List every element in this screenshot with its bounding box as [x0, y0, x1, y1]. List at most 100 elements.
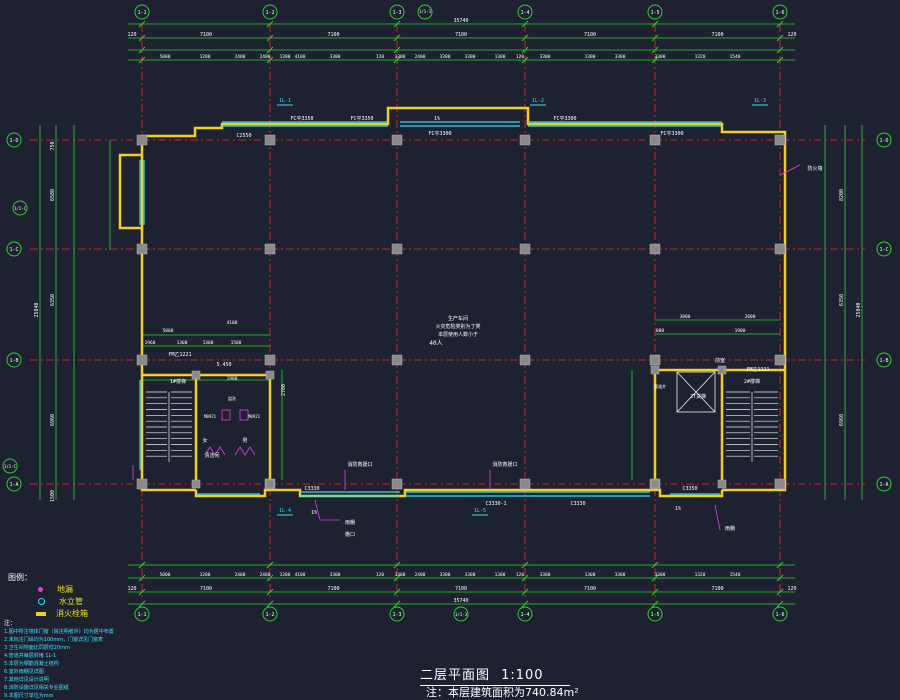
column — [136, 478, 148, 490]
note-line: 2.未标注门垛均为100mm，门窗详见门窗表 — [4, 637, 104, 643]
dim-subdiv-bottom: 1200 — [200, 572, 211, 578]
column — [264, 134, 276, 146]
title-underline — [420, 685, 570, 686]
dim-subdiv-bottom: 3300 — [440, 572, 451, 578]
window-tag: C3330 — [570, 501, 585, 507]
dim-stair-left: 5000 — [163, 328, 174, 334]
door-tag: FM乙1221 — [746, 366, 769, 373]
dim-subdiv-bottom: 3300 — [330, 572, 341, 578]
axis-bubble-1-D — [6, 132, 22, 148]
column — [650, 479, 660, 489]
section-mark: 1L-2 — [532, 98, 544, 104]
axis-label-1-B: 1-B — [9, 358, 18, 364]
dim-offset: 120 — [787, 586, 796, 592]
dim-bay-left: 750 — [50, 141, 56, 150]
room-vestibule: 前室 — [715, 357, 725, 364]
dim-subdiv-top: 120 — [376, 54, 384, 60]
axis-label-1-D: 1-D — [9, 138, 18, 144]
dim-subdiv-top: 2400 — [260, 54, 271, 60]
wall-top — [140, 106, 787, 140]
room-stair-left: 1#楼梯 — [170, 378, 186, 385]
column — [391, 478, 403, 490]
dim-subdiv-top: 4100 — [295, 54, 306, 60]
slope-mark: 1% — [434, 116, 440, 122]
legend-item-pipe: 水立管 — [59, 597, 83, 606]
dim-subdiv-top: 2400 — [415, 54, 426, 60]
notes-heading: 注： — [4, 620, 17, 627]
axis-bubble-1-C — [6, 241, 22, 257]
dim-subdiv-top: 1320 — [695, 54, 706, 60]
axis-bubble-1-A — [6, 476, 22, 492]
dim-bay-right: 8200 — [839, 189, 845, 201]
dimension-ticks — [138, 20, 784, 608]
axis-bubble-1-A — [876, 476, 892, 492]
axis-bubble-1-2 — [262, 606, 278, 622]
dim-subdiv-bottom: 2400 — [235, 572, 246, 578]
level-mark: 5.450 — [216, 362, 231, 368]
dim-subdiv-bottom: 1300 — [495, 572, 506, 578]
room-eaves: 檐口 — [345, 531, 355, 538]
column — [265, 479, 275, 489]
dim-bay-left: 1500 — [50, 490, 56, 502]
axis-label-1-1: 1-1 — [137, 10, 146, 16]
note-line: 4.管道井每层封堵 1L-1 — [4, 653, 57, 659]
axis-bubble-1-3 — [389, 606, 405, 622]
dim-subdiv-top: 1300 — [495, 54, 506, 60]
dim-subdiv-bottom: 3300 — [395, 572, 406, 578]
dim-bay-bottom: 7100 — [200, 586, 212, 592]
room-toilet-male: 男 — [242, 438, 247, 444]
column — [649, 134, 661, 146]
note-line: 5.本层为钢筋混凝土结构 — [4, 661, 59, 667]
section-mark: 1L-3 — [754, 98, 766, 104]
dimension-lines — [39, 23, 863, 605]
room-production-hall: 生产车间 — [448, 315, 468, 322]
drawing-scale: 1:100 — [501, 668, 544, 683]
dim-stair-left: 1900 — [227, 376, 238, 382]
axis-label-1-3: 1-3 — [392, 10, 401, 16]
window-tag: C3330 — [304, 486, 319, 492]
window-tag: FC平3350 — [290, 116, 313, 122]
water-pipe-icon — [38, 598, 45, 605]
window-tag: FC平3350 — [350, 116, 373, 122]
column — [519, 354, 531, 366]
axis-bubbles: 1-11-11-21-21-31-31-41-41-51-51-61-61/1-… — [2, 4, 892, 622]
window-tag: FC平3300 — [428, 131, 451, 137]
dim-bay-bottom: 7100 — [711, 586, 723, 592]
dim-bay-left: 6500 — [50, 189, 56, 201]
column — [519, 243, 531, 255]
dim-subdiv-top: 3300 — [615, 54, 626, 60]
axis-bubble-1-5 — [647, 4, 663, 20]
axis-label-1-C-intermediate: 1/1-C — [14, 206, 27, 211]
dim-subdiv-bottom: 4100 — [295, 572, 306, 578]
dim-bay-top: 7100 — [711, 32, 723, 38]
dim-subdiv-top: 1200 — [200, 54, 211, 60]
column — [391, 243, 403, 255]
toilet-fixtures — [204, 409, 256, 456]
axis-bubble-1-1 — [134, 606, 150, 622]
column — [774, 243, 786, 255]
axis-label-1-3: 1-3 — [392, 612, 401, 618]
axis-bubble-1-2 — [262, 4, 278, 20]
dim-overall-bottom: 35740 — [453, 598, 468, 604]
wall-left — [140, 140, 196, 492]
axis-label-1-A: 1-A — [879, 482, 888, 488]
room-canopy-2: 雨棚 — [725, 525, 735, 532]
dim-subdiv-bottom: 2400 — [415, 572, 426, 578]
dim-subdiv-bottom: 1540 — [730, 572, 741, 578]
title-block: 二层平面图 1:100 — [420, 664, 570, 686]
dim-bay-right: 6350 — [839, 294, 845, 306]
room-toilet-female: 女 — [202, 437, 207, 444]
dim-offset: 120 — [127, 32, 136, 38]
column — [264, 354, 276, 366]
dim-bay-left: 6350 — [50, 294, 56, 306]
dim-subdiv-top: 3300 — [540, 54, 551, 60]
column — [391, 134, 403, 146]
window-tag: C3350 — [682, 486, 697, 492]
axis-label-1-4: 1-4 — [520, 612, 529, 618]
dim-subdiv-top: 1540 — [730, 54, 741, 60]
slope-mark: 1% — [311, 510, 317, 516]
dim-subdiv-bottom: 1300 — [280, 572, 291, 578]
